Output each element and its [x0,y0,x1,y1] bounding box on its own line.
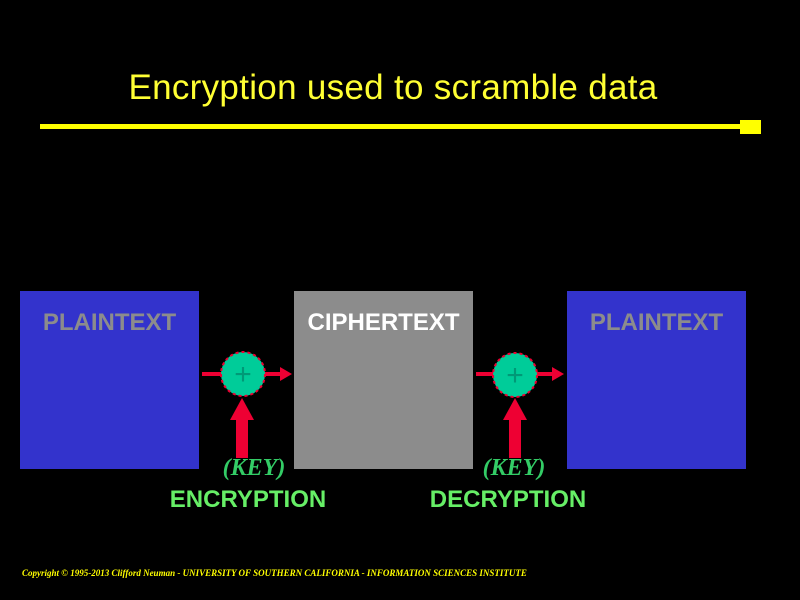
encryption-operator-icon: + [220,351,266,397]
decryption-operator-icon: + [492,352,538,398]
decryption-label: DECRYPTION [429,486,587,513]
decryption-key-label: (KEY) [482,455,546,481]
ciphertext-label: CIPHERTEXT [307,309,460,336]
plaintext-box-left: PLAINTEXT [20,291,199,469]
slide-title: Encryption used to scramble data [128,68,658,107]
plaintext-label-left: PLAINTEXT [42,309,177,336]
encryption-key-label: (KEY) [222,455,286,481]
encryption-label: ENCRYPTION [169,486,327,513]
ciphertext-box: CIPHERTEXT [294,291,473,469]
copyright-footer: Copyright © 1995-2013 Clifford Neuman - … [22,568,527,578]
plaintext-box-right: PLAINTEXT [567,291,746,469]
encryption-key-arrow [230,398,254,458]
encryption-operator-symbol: + [234,358,252,391]
title-rule [40,124,745,129]
title-rule-end-marker [740,120,761,134]
plaintext-label-right: PLAINTEXT [589,309,724,336]
decryption-operator-symbol: + [506,359,524,392]
decryption-key-arrow [503,398,527,458]
